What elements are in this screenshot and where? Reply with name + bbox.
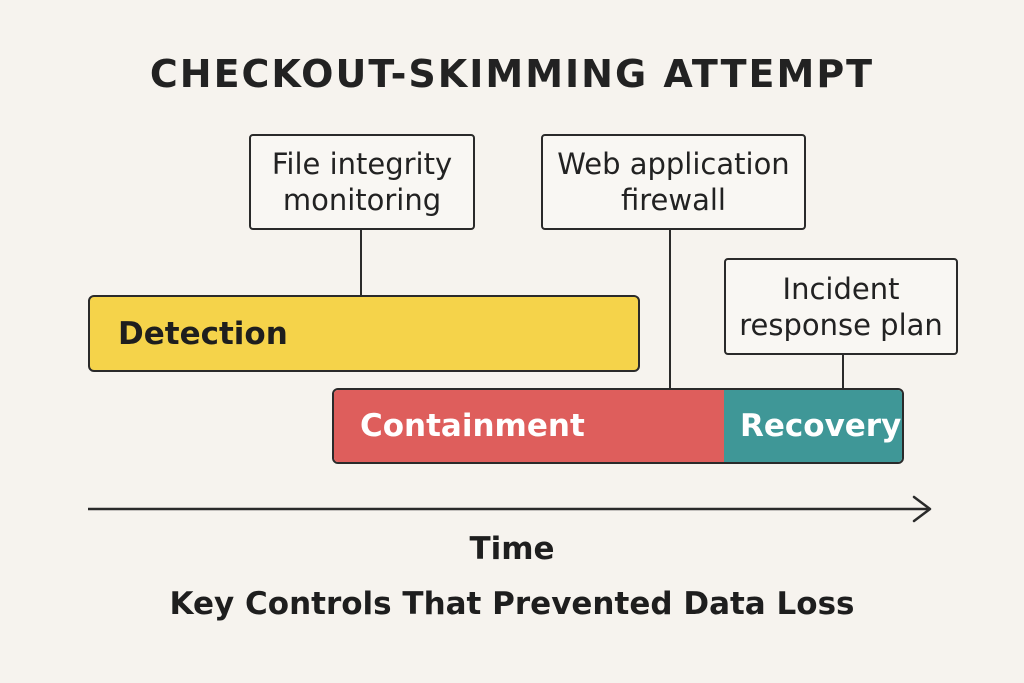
web-application-firewall-label: Web application firewall [557,147,790,217]
detection-bar: Detection [88,295,640,372]
web-application-firewall-callout: Web application firewall [541,134,806,230]
file-integrity-connector [360,230,362,296]
containment-label: Containment [360,408,585,444]
detection-label: Detection [118,315,288,352]
incident-response-plan-callout: Incident response plan [724,258,958,355]
recovery-label: Recovery [740,408,902,444]
file-integrity-monitoring-callout: File integrity monitoring [249,134,475,230]
time-axis-label: Time [469,531,555,567]
file-integrity-monitoring-label: File integrity monitoring [271,147,453,217]
web-application-firewall-connector [669,230,671,389]
time-axis-arrowhead [912,495,932,523]
diagram-title: CHECKOUT-SKIMMING ATTEMPT [149,52,875,96]
incident-response-connector [842,355,844,389]
incident-response-plan-label: Incident response plan [739,271,943,342]
diagram-caption: Key Controls That Prevented Data Loss [169,586,855,622]
containment-segment: Containment [334,390,724,462]
containment-recovery-bar: Containment Recovery [332,388,904,464]
recovery-segment: Recovery [724,390,902,462]
